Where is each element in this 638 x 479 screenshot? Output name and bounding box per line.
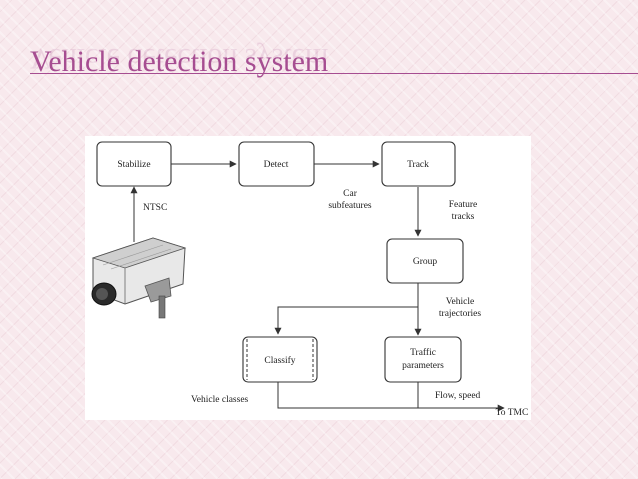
camera-icon bbox=[91, 237, 187, 319]
label-car-1: Car bbox=[343, 189, 358, 199]
label-flow-speed: Flow, speed bbox=[435, 391, 481, 401]
slide-title-reflection: Vehicle detection system bbox=[30, 42, 329, 75]
label-ntsc: NTSC bbox=[143, 203, 167, 213]
node-detect-label: Detect bbox=[264, 160, 289, 170]
diagram-svg: Stabilize Detect Track Group Classify bbox=[91, 141, 529, 418]
node-stabilize-label: Stabilize bbox=[117, 160, 150, 170]
title-area: Vehicle detection system Vehicle detecti… bbox=[30, 42, 638, 86]
label-feature-1: Feature bbox=[449, 200, 478, 210]
edge-group-classify bbox=[274, 283, 419, 335]
slide-title: Vehicle detection system bbox=[30, 45, 329, 78]
node-group-label: Group bbox=[413, 257, 438, 267]
node-track-label: Track bbox=[407, 160, 429, 170]
node-stabilize: Stabilize bbox=[96, 141, 172, 187]
node-detect: Detect bbox=[238, 141, 315, 187]
node-classify: Classify bbox=[242, 336, 318, 383]
edge-classify-tmc bbox=[277, 382, 505, 412]
node-traffic-label-1: Traffic bbox=[410, 347, 436, 358]
label-feature-2: tracks bbox=[452, 212, 475, 222]
title-rule bbox=[30, 73, 638, 74]
node-traffic-label-2: parameters bbox=[402, 361, 444, 371]
node-group: Group bbox=[386, 238, 464, 284]
label-vehicle-classes: Vehicle classes bbox=[191, 395, 249, 405]
label-to-tmc: To TMC bbox=[496, 408, 529, 418]
label-car-2: subfeatures bbox=[328, 200, 372, 211]
label-vehicle-2: trajectories bbox=[439, 309, 482, 319]
diagram-figure: Stabilize Detect Track Group Classify bbox=[85, 136, 531, 420]
node-classify-label: Classify bbox=[264, 355, 295, 366]
label-vehicle-1: Vehicle bbox=[446, 297, 475, 307]
node-traffic-parameters: Traffic parameters bbox=[384, 336, 462, 383]
node-track: Track bbox=[381, 141, 456, 187]
